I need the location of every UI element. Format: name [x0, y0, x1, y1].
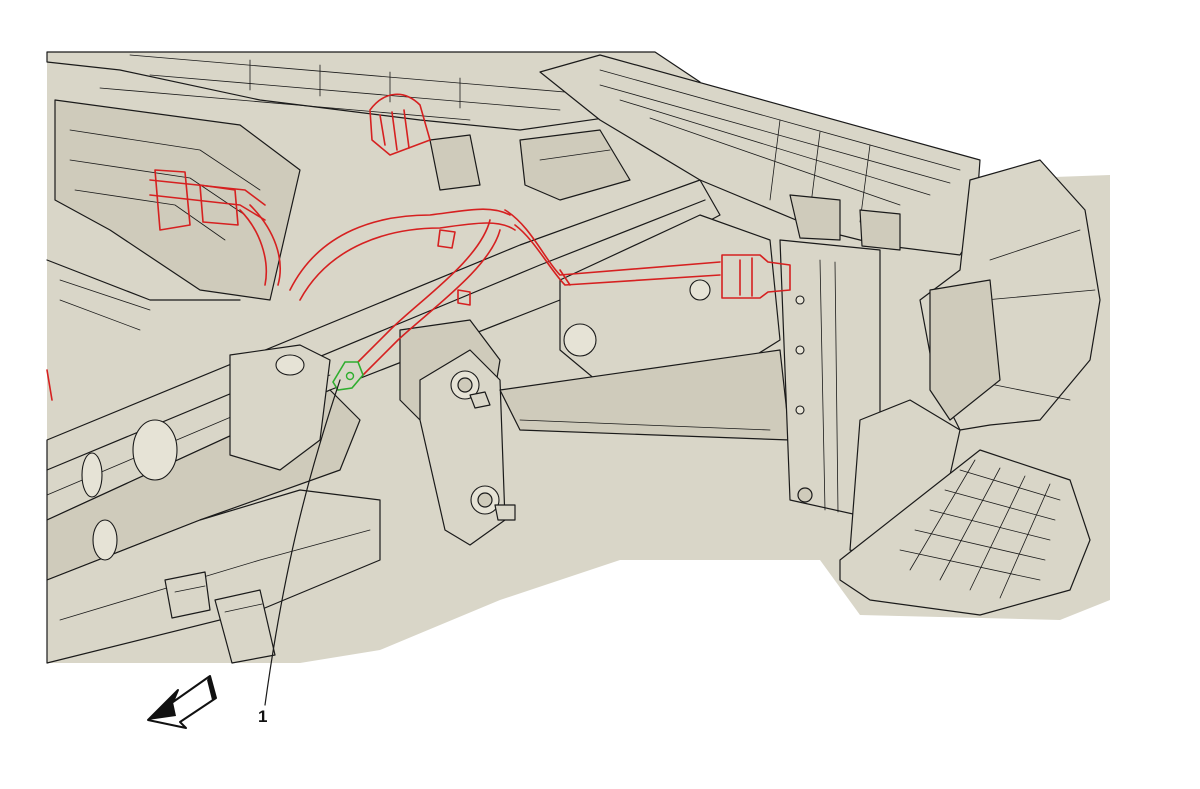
callout-label: 1	[258, 707, 267, 726]
bed-floor	[46, 51, 701, 331]
ground-bolt-hole	[345, 371, 355, 381]
front-of-vehicle-arrow-icon	[147, 675, 217, 729]
callout-leader-line	[264, 379, 341, 706]
spring-shackle	[419, 349, 516, 546]
trailer-wiring-harness	[46, 93, 791, 401]
ground-terminal-eyelet	[332, 361, 364, 391]
bumper-end-cap	[839, 159, 1101, 616]
ground-terminal	[332, 361, 364, 391]
upper-brackets	[429, 129, 631, 201]
hitch-plate	[499, 214, 791, 441]
tailgate	[539, 54, 981, 256]
lower-clips	[164, 571, 276, 664]
